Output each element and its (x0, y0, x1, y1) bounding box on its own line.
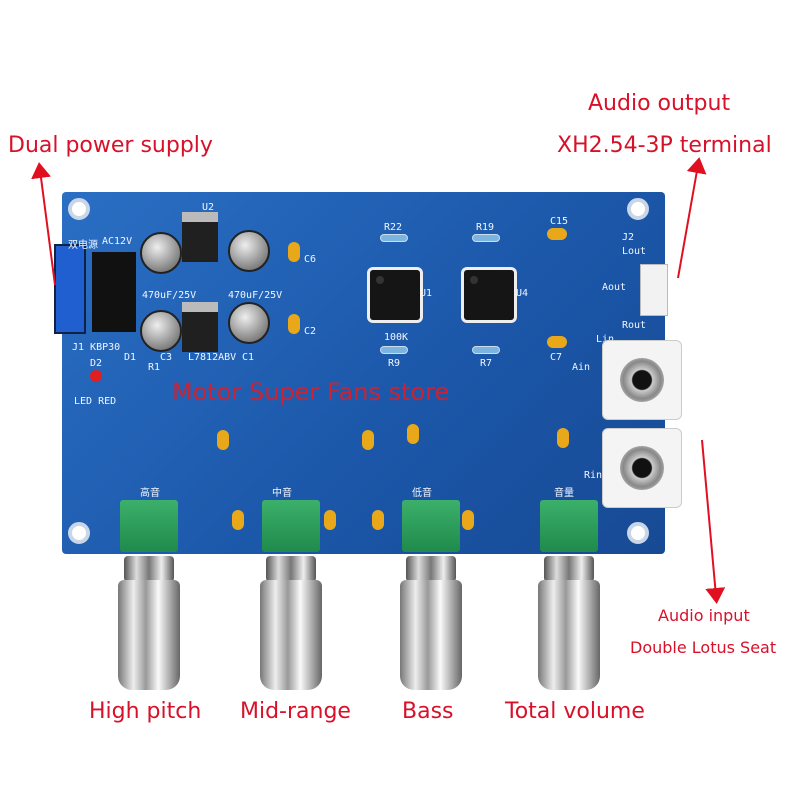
pcb-board: 双电源 AC12V J1 KBP30 D1 D2 LED RED R1 C3 C… (54, 192, 668, 554)
annotation-input-seat: Double Lotus Seat (630, 638, 777, 657)
label-high-pitch: High pitch (89, 699, 202, 724)
pot-nut (406, 556, 456, 582)
ceramic-capacitor (547, 336, 567, 348)
silk-rin: Rin (584, 470, 603, 481)
pot-nut (124, 556, 174, 582)
electrolytic-capacitor (228, 302, 270, 344)
label-mid-range: Mid-range (240, 699, 351, 724)
silk-c2: C2 (304, 326, 317, 337)
ceramic-capacitor (324, 510, 336, 530)
silk-c7: C7 (550, 352, 563, 363)
mount-hole (627, 198, 649, 220)
potentiometer-bass (402, 500, 460, 552)
knob-mid-range[interactable] (260, 580, 322, 690)
voltage-regulator (182, 212, 218, 262)
silk-pot-label: 低音 (412, 488, 432, 499)
led-red (90, 370, 102, 382)
silk-r9: R9 (388, 358, 401, 369)
silk-d1: D1 (124, 352, 137, 363)
silk-aout: Aout (602, 282, 627, 293)
bridge-rectifier (92, 252, 136, 332)
silk-u4: U4 (516, 288, 529, 299)
silk-c1: C1 (242, 352, 255, 363)
silk-r1: R1 (148, 362, 161, 373)
silk-r22: R22 (384, 222, 403, 233)
silk-c15: C15 (550, 216, 569, 227)
mount-hole (68, 522, 90, 544)
pot-nut (544, 556, 594, 582)
silk-led: LED RED (74, 396, 117, 407)
silk-pot-label: 中音 (272, 488, 292, 499)
silk-cap-rating: 470uF/25V (228, 290, 283, 301)
silk-c3: C3 (160, 352, 173, 363)
annotation-audio-output: Audio output (588, 91, 731, 116)
silk-cap-rating: 470uF/25V (142, 290, 197, 301)
watermark: Motor Super Fans store (172, 378, 450, 406)
ceramic-capacitor (217, 430, 229, 450)
annotation-dual-power: Dual power supply (8, 133, 213, 158)
rca-input-jack-left (602, 340, 682, 420)
output-connector (640, 264, 668, 316)
ceramic-capacitor (407, 424, 419, 444)
ceramic-capacitor (232, 510, 244, 530)
ceramic-capacitor (462, 510, 474, 530)
silk-ac: AC12V (102, 236, 133, 247)
silk-ain: Ain (572, 362, 591, 373)
resistor (472, 234, 500, 242)
ceramic-capacitor (557, 428, 569, 448)
silk-u2: U2 (202, 202, 215, 213)
silk-r19: R19 (476, 222, 495, 233)
silk-rout: Rout (622, 320, 647, 331)
electrolytic-capacitor (228, 230, 270, 272)
silk-d2: D2 (90, 358, 103, 369)
potentiometer-volume (540, 500, 598, 552)
knob-total-volume[interactable] (538, 580, 600, 690)
silk-r7: R7 (480, 358, 493, 369)
annotation-output-terminal: XH2.54-3P terminal (557, 133, 772, 158)
silk-power: 双电源 (68, 240, 98, 251)
knob-bass[interactable] (400, 580, 462, 690)
potentiometer-high (120, 500, 178, 552)
silk-c6: C6 (304, 254, 317, 265)
ceramic-capacitor (547, 228, 567, 240)
label-total-volume: Total volume (505, 699, 645, 724)
op-amp-chip (370, 270, 420, 320)
ceramic-capacitor (288, 314, 300, 334)
mount-hole (627, 522, 649, 544)
silk-regulator: L7812ABV (188, 352, 237, 363)
potentiometer-mid (262, 500, 320, 552)
arrow-audio-output (677, 157, 707, 279)
pot-nut (266, 556, 316, 582)
rca-input-jack-right (602, 428, 682, 508)
silk-j2: J2 (622, 232, 635, 243)
resistor (380, 346, 408, 354)
silk-pot-label: 高音 (140, 488, 160, 499)
silk-pot-label: 音量 (554, 488, 574, 499)
silk-100k: 100K (384, 332, 409, 343)
ceramic-capacitor (288, 242, 300, 262)
arrow-audio-input (701, 439, 726, 604)
knob-high-pitch[interactable] (118, 580, 180, 690)
silk-lin: Lin (596, 334, 614, 345)
power-terminal (54, 244, 86, 334)
resistor (472, 346, 500, 354)
silk-u1: U1 (420, 288, 433, 299)
ceramic-capacitor (362, 430, 374, 450)
ceramic-capacitor (372, 510, 384, 530)
op-amp-chip (464, 270, 514, 320)
electrolytic-capacitor (140, 310, 182, 352)
label-bass: Bass (402, 699, 454, 724)
annotation-audio-input: Audio input (658, 606, 750, 625)
mount-hole (68, 198, 90, 220)
silk-lout: Lout (622, 246, 647, 257)
voltage-regulator (182, 302, 218, 352)
electrolytic-capacitor (140, 232, 182, 274)
silk-j1: J1 KBP30 (72, 342, 121, 353)
resistor (380, 234, 408, 242)
arrow-dual-power (31, 162, 56, 286)
